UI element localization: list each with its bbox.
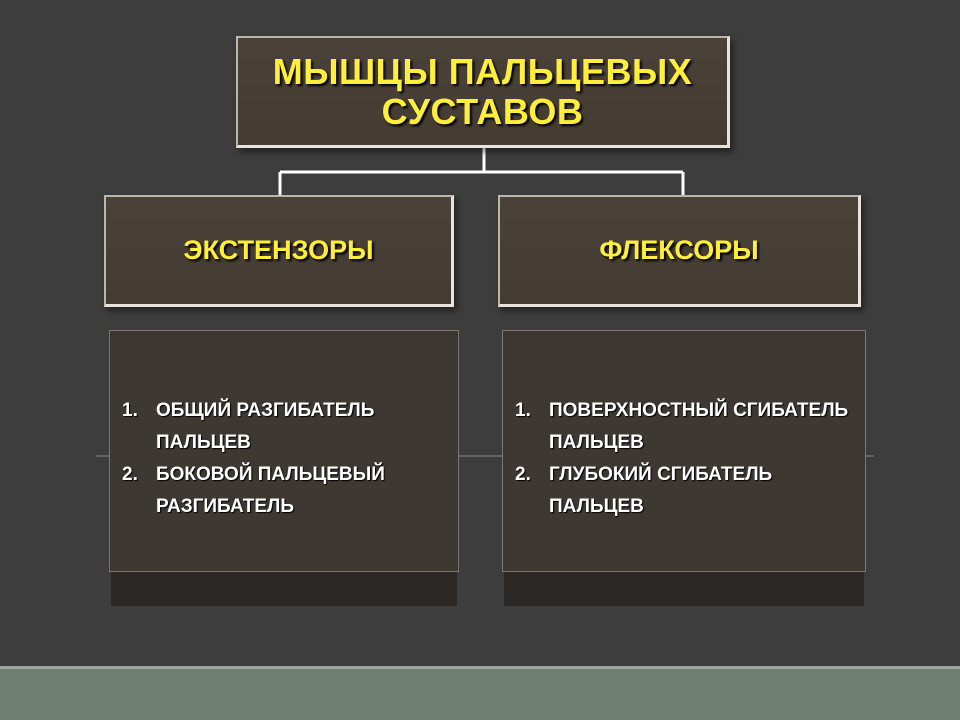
list-item: 2. ГЛУБОКИЙ СГИБАТЕЛЬ ПАЛЬЦЕВ bbox=[515, 459, 857, 523]
list-item-number: 2. bbox=[515, 464, 531, 485]
category-box-flexors: ФЛЕКСОРЫ bbox=[498, 195, 861, 307]
list-item-number: 1. bbox=[515, 400, 531, 421]
category-label-flexors: ФЛЕКСОРЫ bbox=[599, 235, 759, 265]
list-item-number: 2. bbox=[122, 464, 138, 485]
list-box-extensors: 1. ОБЩИЙ РАЗГИБАТЕЛЬ ПАЛЬЦЕВ 2. БОКОВОЙ … bbox=[109, 330, 459, 572]
list-extensors: 1. ОБЩИЙ РАЗГИБАТЕЛЬ ПАЛЬЦЕВ 2. БОКОВОЙ … bbox=[122, 395, 450, 523]
title-box: МЫШЦЫ ПАЛЬЦЕВЫХ СУСТАВОВ bbox=[236, 36, 730, 148]
list-item-number: 1. bbox=[122, 400, 138, 421]
bottom-band bbox=[0, 666, 960, 720]
list-item-text: ОБЩИЙ РАЗГИБАТЕЛЬ ПАЛЬЦЕВ bbox=[156, 400, 375, 453]
list-box-flexors: 1. ПОВЕРХНОСТНЫЙ СГИБАТЕЛЬ ПАЛЬЦЕВ 2. ГЛ… bbox=[502, 330, 866, 572]
list-item: 1. ОБЩИЙ РАЗГИБАТЕЛЬ ПАЛЬЦЕВ bbox=[122, 395, 450, 459]
list-item-text: ГЛУБОКИЙ СГИБАТЕЛЬ ПАЛЬЦЕВ bbox=[549, 464, 773, 517]
category-label-extensors: ЭКСТЕНЗОРЫ bbox=[183, 235, 374, 265]
diagram-title: МЫШЦЫ ПАЛЬЦЕВЫХ СУСТАВОВ bbox=[272, 50, 693, 132]
list-item-text: ПОВЕРХНОСТНЫЙ СГИБАТЕЛЬ ПАЛЬЦЕВ bbox=[549, 400, 849, 453]
list-item-text: БОКОВОЙ ПАЛЬЦЕВЫЙ РАЗГИБАТЕЛЬ bbox=[156, 464, 385, 517]
list-flexors: 1. ПОВЕРХНОСТНЫЙ СГИБАТЕЛЬ ПАЛЬЦЕВ 2. ГЛ… bbox=[515, 395, 857, 523]
list-item: 2. БОКОВОЙ ПАЛЬЦЕВЫЙ РАЗГИБАТЕЛЬ bbox=[122, 459, 450, 523]
list-item: 1. ПОВЕРХНОСТНЫЙ СГИБАТЕЛЬ ПАЛЬЦЕВ bbox=[515, 395, 857, 459]
category-box-extensors: ЭКСТЕНЗОРЫ bbox=[104, 195, 454, 307]
